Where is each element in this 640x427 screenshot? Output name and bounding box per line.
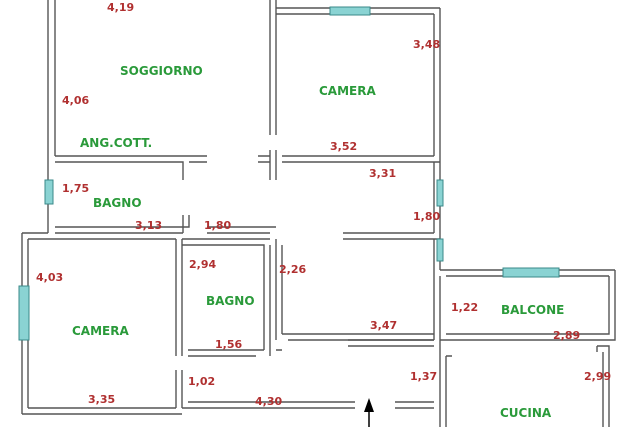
dimension-label: 1,80 [204,219,231,232]
dimension-label: 1,22 [451,301,478,314]
dimension-label: 3,13 [135,219,162,232]
window-left-camera [18,285,30,341]
walls [21,0,616,427]
up-arrow-icon [364,398,374,427]
room-bagno-top: BAGNO [93,196,142,210]
dimension-label: 4,30 [255,395,282,408]
room-camera-left: CAMERA [72,324,129,338]
dimension-label: 1,37 [410,370,437,383]
room-cucina: CUCINA [500,406,552,420]
window-right-hall-lower [436,238,444,262]
dimension-label: 1,02 [188,375,215,388]
dimension-label: 1,80 [413,210,440,223]
room-balcone: BALCONE [501,303,564,317]
room-labels: SOGGIORNO ANG.COTT. CAMERA BAGNO CAMERA … [72,64,564,420]
window-balcone [502,267,560,278]
dimension-label: 4,06 [62,94,89,107]
dimension-label: 2,99 [584,370,611,383]
dimension-label: 2,89 [553,329,580,342]
room-bagno-mid: BAGNO [206,294,255,308]
dimension-label: 1,75 [62,182,89,195]
dimension-label: 3,52 [330,140,357,153]
window-left-bagno [44,179,54,205]
dimension-label: 3,47 [370,319,397,332]
room-soggiorno: SOGGIORNO [120,64,203,78]
dimension-label: 4,19 [107,1,134,14]
dimension-label: 4,03 [36,271,63,284]
dimension-label: 3,35 [88,393,115,406]
dimension-label: 1,56 [215,338,242,351]
window-right-hall [436,179,444,207]
dimension-label: 2,26 [279,263,306,276]
dimension-label: 3,48 [413,38,440,51]
windows [18,6,560,341]
dimension-labels: 4,19 3,48 4,06 3,52 3,31 1,75 3,13 1,80 … [36,1,611,408]
dimension-label: 3,31 [369,167,396,180]
room-ang-cott: ANG.COTT. [80,136,152,150]
window-top-right-camera [329,6,371,16]
dimension-label: 2,94 [189,258,216,271]
room-camera-top: CAMERA [319,84,376,98]
